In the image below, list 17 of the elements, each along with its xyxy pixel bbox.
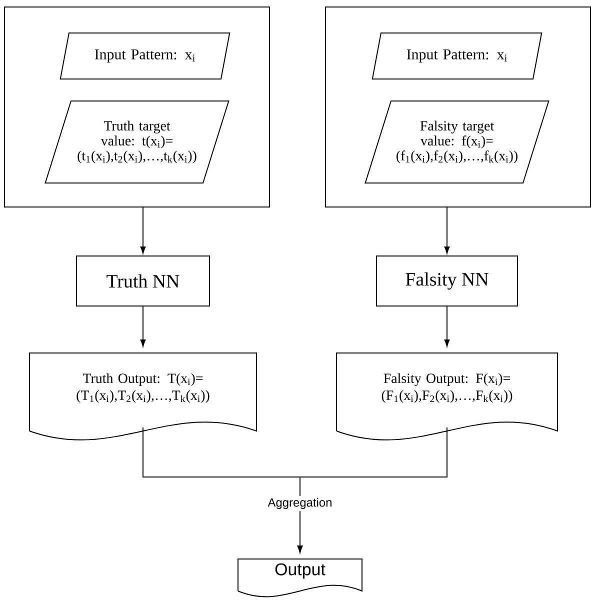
arrow	[444, 306, 450, 347]
input-parallelogram: Input Pattern: x$_{i}$	[372, 32, 542, 80]
arrow	[444, 207, 450, 254]
group-frame	[325, 6, 591, 208]
arrow	[140, 207, 146, 254]
process-box: Falsity NN	[376, 256, 518, 306]
edge-label: Aggregation	[266, 496, 334, 512]
input-parallelogram: Falsity target value: f(x$_{i}$)= (f$_{1}$(x$_{i}$),f$_{2}$(x$_{i}$),…,f$_{k}$(x$_{i}$))	[364, 100, 550, 184]
group-frame	[4, 6, 270, 208]
input-parallelogram: Truth target value: t(x$_{i}$)= (t$_{1}$(x$_{i}$),t$_{2}$(x$_{i}$),…,t$_{k}$(x$_{i}$))	[44, 100, 230, 184]
arrow	[140, 306, 146, 347]
input-parallelogram: Input Pattern: x$_{i}$	[60, 32, 230, 80]
document-shape: Truth Output: T(x$_{i}$)= (T$_{1}$(x$_{i}$),T$_{2}$(x$_{i}$),…,T$_{k}$(x$_{i}$))	[29, 352, 257, 440]
arrow	[297, 427, 448, 553]
document-shape: Falsity Output: F(x$_{i}$)= (F$_{1}$(x$_{i}$),F$_{2}$(x$_{i}$),…,F$_{k}$(x$_{i}$))	[336, 352, 558, 440]
document-shape: Output	[238, 558, 362, 598]
process-box: Truth NN	[76, 256, 210, 306]
